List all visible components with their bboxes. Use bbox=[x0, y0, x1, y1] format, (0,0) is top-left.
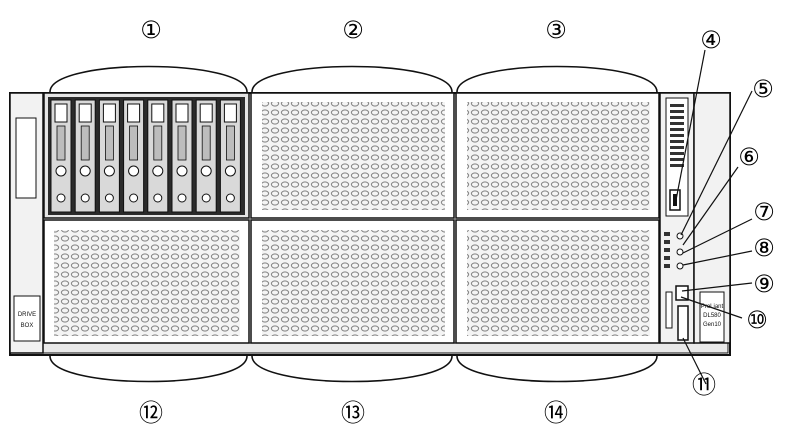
callout-14: ⑭ bbox=[544, 399, 568, 427]
callout-12: ⑫ bbox=[139, 399, 163, 427]
vent-slots bbox=[670, 104, 684, 167]
drive-tray bbox=[147, 99, 169, 213]
drive-tray bbox=[219, 99, 241, 213]
status-leds bbox=[664, 232, 684, 270]
leader-9 bbox=[681, 282, 753, 292]
panel-2 bbox=[250, 92, 455, 219]
callout-5: ⑤ bbox=[752, 75, 774, 103]
leader-11 bbox=[682, 337, 707, 385]
callout-9: ⑨ bbox=[753, 270, 775, 298]
brace-14 bbox=[456, 355, 658, 383]
callout-7: ⑦ bbox=[753, 198, 775, 226]
panel-13 bbox=[250, 219, 455, 344]
panel-3 bbox=[455, 92, 660, 219]
model-badge bbox=[699, 291, 725, 343]
display-port bbox=[677, 305, 689, 341]
brace-13 bbox=[251, 355, 453, 383]
model-badge-line3: Gen10 bbox=[703, 322, 722, 328]
leader-5 bbox=[680, 90, 753, 236]
drive-tray bbox=[98, 99, 120, 213]
left-rack-ear: DRIVE BOX bbox=[9, 92, 44, 354]
leader-7 bbox=[682, 218, 753, 254]
power-button bbox=[675, 285, 689, 301]
drive-tray bbox=[50, 99, 72, 213]
drive-box-badge bbox=[13, 295, 41, 342]
drive-tray bbox=[74, 99, 96, 213]
panel-12 bbox=[43, 219, 250, 344]
panel-14 bbox=[455, 219, 660, 344]
callout-6: ⑥ bbox=[738, 143, 760, 171]
callout-4: ④ bbox=[700, 26, 722, 54]
brace-3 bbox=[456, 65, 658, 93]
drive-box-line2: BOX bbox=[21, 323, 34, 329]
model-badge-line1: ProLiant bbox=[701, 304, 724, 310]
leader-4 bbox=[675, 49, 706, 201]
callout-13: ⑬ bbox=[341, 399, 365, 427]
drive-cage bbox=[43, 92, 250, 219]
callout-1: ① bbox=[140, 16, 162, 44]
drive-tray bbox=[123, 99, 145, 213]
leader-6 bbox=[682, 166, 739, 246]
drive-tray bbox=[171, 99, 193, 213]
model-badge-line2: DL580 bbox=[703, 313, 721, 319]
callout-labels: ① ② ③ ④ ⑤ ⑥ ⑦ ⑧ ⑨ ⑩ ⑪ ⑫ ⑬ ⑭ bbox=[139, 16, 775, 427]
brace-2 bbox=[251, 65, 453, 93]
callout-2: ② bbox=[342, 16, 364, 44]
drive-tray bbox=[195, 99, 217, 213]
leader-10 bbox=[680, 296, 743, 319]
callout-11: ⑪ bbox=[692, 371, 716, 399]
brace-12 bbox=[49, 355, 248, 383]
callout-10: ⑩ bbox=[746, 306, 768, 334]
callout-3: ③ bbox=[545, 16, 567, 44]
braces bbox=[49, 65, 658, 383]
leader-8 bbox=[682, 250, 753, 266]
brace-1 bbox=[49, 65, 248, 93]
right-rack-ear: ProLiant DL580 Gen10 bbox=[693, 92, 731, 344]
drive-box-line1: DRIVE bbox=[18, 312, 36, 318]
callout-8: ⑧ bbox=[753, 234, 775, 262]
drive-trays bbox=[50, 99, 241, 213]
leader-lines bbox=[675, 49, 753, 385]
